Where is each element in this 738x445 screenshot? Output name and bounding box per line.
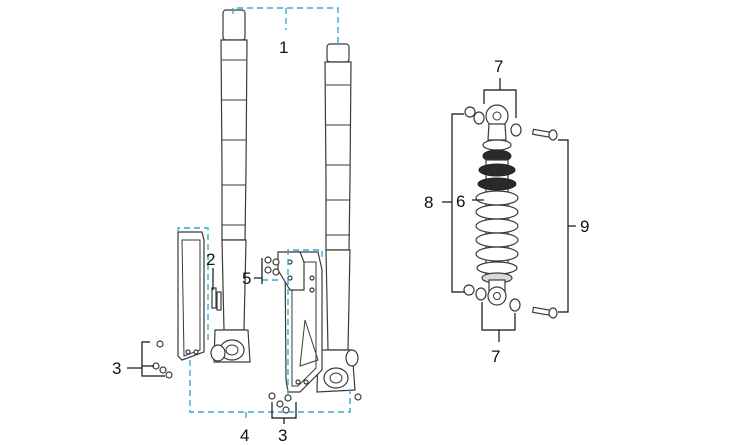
callout-4: 4 (240, 426, 249, 445)
right-guard-bracket (277, 251, 305, 291)
callout-7-top: 7 (494, 57, 503, 76)
shock-spring (475, 163, 519, 275)
left-screw-set (152, 340, 173, 379)
callout-3-left: 3 (112, 359, 121, 378)
left-fork-leg (210, 9, 251, 363)
callout-9: 9 (580, 217, 589, 236)
right-fork-leg (316, 43, 359, 393)
shock-bolt-set (531, 128, 558, 319)
right-fork-inner-tube (324, 61, 352, 251)
callout-1: 1 (279, 38, 288, 57)
callout-3-bottom: 3 (278, 426, 287, 445)
callout-5: 5 (242, 269, 251, 288)
right-fork-guard (277, 251, 323, 393)
dashed-leader-lines (177, 7, 351, 420)
left-fork-top-cap (222, 9, 246, 41)
right-fork-axle-lug (323, 367, 349, 389)
leader-lines (127, 78, 576, 424)
left-fork-clamp (210, 344, 226, 362)
shock-bottom-eye (487, 286, 507, 306)
callout-2: 2 (206, 250, 215, 269)
rear-shock-absorber (475, 104, 519, 306)
bottom-screw-set (268, 392, 362, 414)
right-fork-clamp (345, 349, 359, 367)
callout-7-bottom: 7 (491, 347, 500, 366)
right-fork-outer-tube (325, 249, 351, 351)
callout-8: 8 (424, 193, 433, 212)
shock-bushing-set (463, 106, 522, 312)
bracket-washer-set (264, 256, 280, 276)
left-fork-guard (177, 231, 205, 361)
left-guard-plate (177, 231, 205, 361)
callout-6: 6 (456, 192, 465, 211)
guard-bolt-pair (211, 287, 222, 311)
right-fork-top-cap (326, 43, 350, 63)
